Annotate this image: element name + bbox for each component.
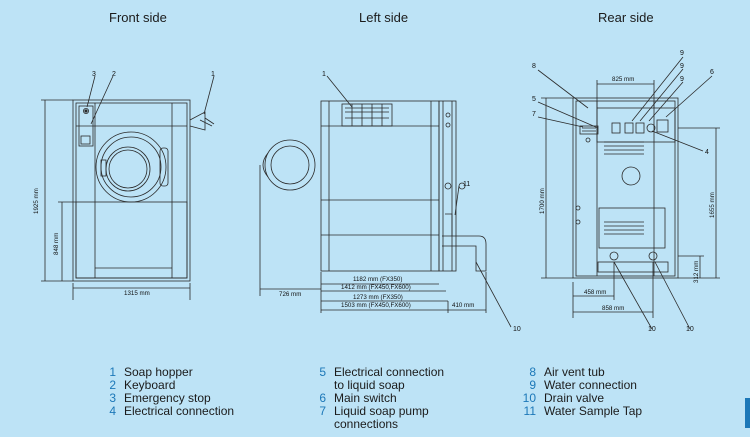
legend-label: Drain valve: [544, 391, 605, 405]
rear-side-title: Rear side: [598, 10, 654, 25]
legend-number: 5: [319, 365, 326, 379]
callout-left-10: 10: [513, 326, 521, 333]
callout-rear-9b: 9: [680, 63, 684, 70]
legend-number: 7: [319, 404, 326, 418]
legend-item: 5 Electrical connection to liquid soap: [308, 366, 444, 392]
legend-label: Air vent tub: [544, 365, 605, 379]
legend-item: 4 Electrical connection: [98, 405, 234, 418]
callout-rear-8: 8: [532, 63, 536, 70]
legend-label: Electrical connection to liquid soap: [334, 365, 445, 392]
legend-label: Soap hopper: [124, 365, 193, 379]
callout-rear-9a: 9: [680, 50, 684, 57]
dim-rear-1655: 1655 mm: [709, 192, 716, 218]
dim-rear-458: 458 mm: [584, 289, 606, 296]
front-side-title: Front side: [109, 10, 167, 25]
legend-label: Electrical connection: [124, 404, 235, 418]
legend-label: Keyboard: [124, 378, 176, 392]
legend-number: 8: [529, 365, 536, 379]
dim-left-726: 726 mm: [279, 291, 301, 298]
callout-front-1: 1: [211, 71, 215, 78]
legend-label: Liquid soap pump connections: [334, 404, 429, 431]
callout-rear-7: 7: [532, 111, 536, 118]
callout-front-3: 3: [92, 71, 96, 78]
dim-rear-825: 825 mm: [612, 76, 634, 83]
dim-front-height-total: 1925 mm: [33, 188, 40, 214]
side-tab[interactable]: [745, 398, 750, 428]
legend-number: 3: [109, 391, 116, 405]
rear-view-machine: [537, 56, 720, 330]
callout-rear-9c: 9: [680, 76, 684, 83]
dim-left-1412: 1412 mm (FX450,FX600): [341, 284, 411, 291]
legend-number: 1: [109, 365, 116, 379]
legend-number: 11: [523, 404, 536, 418]
legend-column-1: 1 Soap hopper 2 Keyboard 3 Emergency stop 4…: [98, 366, 234, 418]
dim-left-1273: 1273 mm (FX350): [353, 294, 403, 301]
legend-number: 4: [109, 404, 116, 418]
legend-item: 8 Air vent tub: [518, 366, 642, 379]
callout-rear-6: 6: [710, 69, 714, 76]
legend-number: 9: [529, 378, 536, 392]
callout-rear-10a: 10: [648, 326, 656, 333]
callout-left-11: 11: [463, 181, 470, 188]
dim-left-410: 410 mm: [452, 302, 474, 309]
callout-left-1: 1: [322, 71, 326, 78]
dim-rear-1700: 1700 mm: [539, 188, 546, 214]
callout-rear-10b: 10: [686, 326, 694, 333]
legend-item: 7 Liquid soap pump connections: [308, 405, 444, 431]
dim-rear-858: 858 mm: [602, 305, 624, 312]
legend-item: 3 Emergency stop: [98, 392, 234, 405]
dim-front-height-door: 848 mm: [53, 233, 60, 255]
left-side-title: Left side: [359, 10, 409, 25]
dim-front-width: 1315 mm: [124, 290, 150, 297]
callout-rear-4: 4: [705, 149, 709, 156]
callout-rear-5: 5: [532, 96, 536, 103]
legend-item: 1 Soap hopper: [98, 366, 234, 379]
front-view-machine: [41, 75, 215, 300]
legend-number: 10: [522, 391, 536, 405]
legend-column-3: 8 Air vent tub 9 Water connection 10 Drain …: [518, 366, 642, 418]
legend-number: 2: [109, 378, 116, 392]
legend-label: Main switch: [334, 391, 397, 405]
legend-label: Water Sample Tap: [544, 404, 643, 418]
legend-label: Water connection: [544, 378, 637, 392]
legend-number: 6: [319, 391, 326, 405]
legend-item: 10 Drain valve: [518, 392, 642, 405]
legend-item: 6 Main switch: [308, 392, 444, 405]
dim-left-1503: 1503 mm (FX450,FX600): [341, 302, 411, 309]
left-view-machine: [259, 75, 512, 328]
legend-item: 9 Water connection: [518, 379, 642, 392]
dim-rear-312: 312 mm: [693, 261, 700, 283]
legend-label: Emergency stop: [124, 391, 211, 405]
legend-item: 11 Water Sample Tap: [518, 404, 643, 418]
dim-left-1182: 1182 mm (FX350): [353, 276, 402, 283]
callout-front-2: 2: [112, 71, 116, 78]
legend-item: 2 Keyboard: [98, 379, 234, 392]
